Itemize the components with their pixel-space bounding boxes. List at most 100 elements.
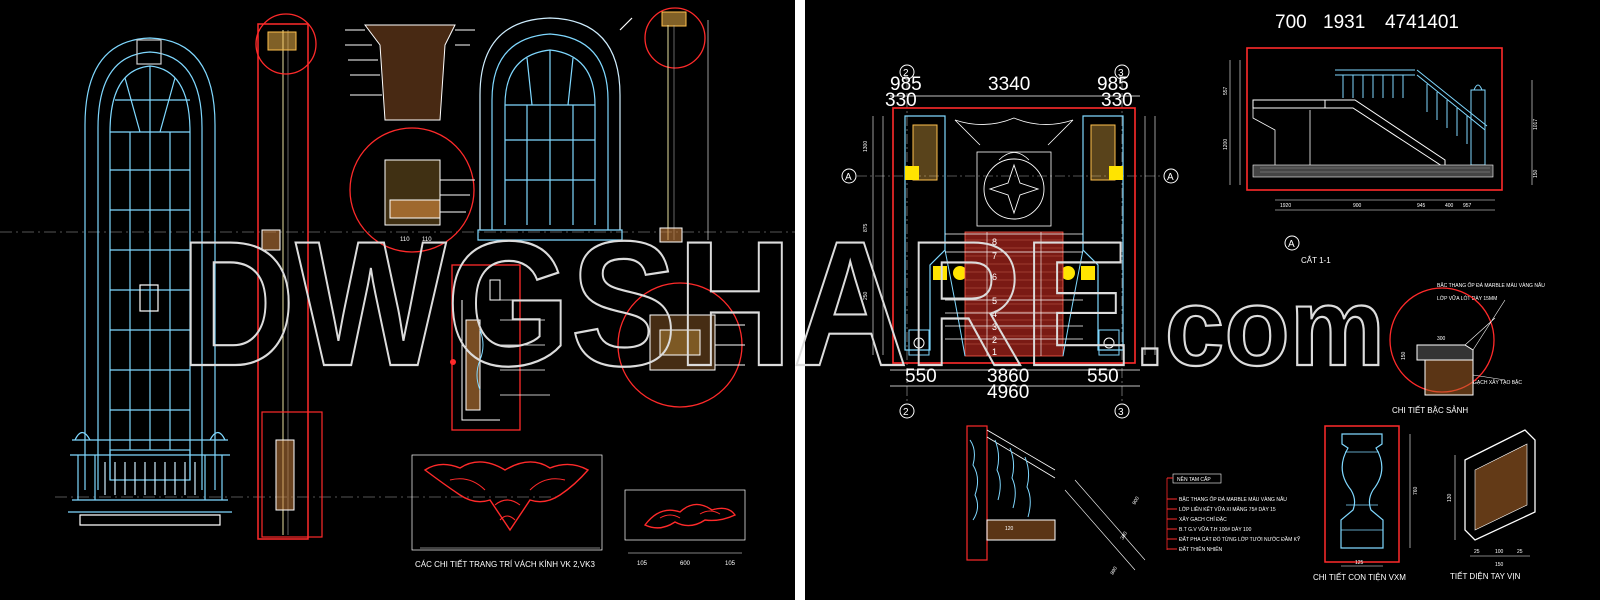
plan-dim-bottom-left: 550 (905, 366, 937, 387)
right-section-strip (644, 7, 709, 243)
plan-dim-top-right: 985 (1097, 74, 1129, 95)
section-axis-bubble (1284, 235, 1300, 251)
baluster-vase-detail: 125 760 CHI TIẾT CON TIỆN VXM (1313, 425, 1419, 582)
stair-edge-note-2: LỚP VỮA LÓT DÀY 15MM (1437, 295, 1497, 302)
cornice-profile (345, 24, 475, 121)
handrail-section-detail: 25 100 25 150 130 TIẾT DIỆN TAY VỊN (1447, 429, 1536, 581)
legend-header: NỀN TAM CẤP (1177, 476, 1211, 483)
section-bottom-dim-2: 900 (1353, 203, 1362, 209)
left-sheet-caption: CÁC CHI TIẾT TRANG TRÍ VÁCH KÍNH VK 2,VK… (415, 559, 595, 569)
plan-dim-bottom-middle: 3860 (987, 366, 1029, 387)
sill-dim-left: 110 (400, 237, 410, 243)
plan-dim-top-middle: 3340 (988, 74, 1030, 95)
right-drawing-sheet: 2 3 2 3 A A 985 3340 985 330 330 550 386… (805, 0, 1600, 600)
handrail-dim-2: 100 (1495, 549, 1504, 555)
handrail-dim-1: 25 (1474, 549, 1480, 555)
stair-floor-plan: 2 3 2 3 A A 985 3340 985 330 330 550 386… (841, 64, 1179, 419)
axis-label-3-bottom: 3 (1118, 407, 1124, 418)
section-dim-2: 1931 (1323, 12, 1365, 33)
ornament-dim-b: 600 (680, 561, 691, 567)
stair-edge-dim-2: 150 (1401, 351, 1407, 360)
section-side-dim-4: 150 (1533, 169, 1539, 178)
legend-item-5: ĐẤT PHA CÁT ĐỔ TỪNG LỚP TƯỚI NƯỚC ĐẦM KỸ (1179, 536, 1301, 543)
step-number-5: 5 (992, 296, 997, 306)
section-bottom-dim-3: 945 (1417, 203, 1426, 209)
section-title: CẮT 1-1 (1301, 256, 1331, 265)
legend-item-6: ĐẤT THIÊN NHIÊN (1179, 545, 1223, 553)
handrail-title: TIẾT DIỆN TAY VỊN (1450, 571, 1521, 581)
left-drawing-sheet: 110 110 (0, 0, 795, 600)
ornament-dim-a: 105 (637, 561, 648, 567)
axis-bubble-3-bottom (1114, 403, 1130, 419)
right-sheet-drawing: 2 3 2 3 A A 985 3340 985 330 330 550 386… (841, 12, 1545, 582)
stair-edge-title: CHI TIẾT BẬC SẢNH (1392, 405, 1468, 415)
handrail-dim-4: 150 (1495, 562, 1504, 568)
section-dim-3: 4741401 (1385, 12, 1459, 33)
section-bottom-dim-4: 400 (1445, 203, 1454, 209)
step-number-8: 8 (992, 237, 997, 247)
section-dim-1: 700 (1275, 12, 1307, 33)
section-axis-label: A (1288, 239, 1295, 250)
stair-edge-note-3: GẠCH XÂY TẠO BẬC (1473, 379, 1522, 386)
plan-side-dim-2: 875 (863, 223, 869, 232)
left-sheet-drawing: 110 110 (0, 7, 795, 569)
axis-label-2-bottom: 2 (903, 407, 909, 418)
plan-side-dim-1: 1300 (863, 141, 869, 152)
axis-label-3-top: 3 (1118, 68, 1124, 79)
section-side-dim-1: 557 (1223, 86, 1229, 95)
ornament-detail-1 (411, 454, 603, 551)
axis-label-2-top: 2 (903, 68, 909, 79)
ornament-detail-2: 105 600 105 (624, 489, 746, 567)
stair-edge-note-1: BẬC THANG ỐP ĐÁ MARBLE MÀU VÀNG NÂU (1437, 282, 1545, 289)
plan-dim-top-left: 985 (890, 74, 922, 95)
arched-window-elevation-2 (477, 17, 633, 241)
arched-window-elevation (68, 37, 232, 526)
section-bottom-dim-1: 1920 (1280, 203, 1291, 209)
handrail-dim-5: 130 (1447, 493, 1453, 502)
stair-detail-dim-3: 380 (1120, 531, 1129, 541)
axis-bubble-2-top (899, 64, 915, 80)
stair-detail-dim-1: 120 (1005, 526, 1014, 532)
detail-circle-cornice (617, 282, 745, 408)
plan-dim-sub-left: 330 (885, 90, 917, 111)
baluster-dim-2: 760 (1413, 486, 1419, 495)
plan-side-dim-3: 250 (863, 291, 869, 300)
step-number-4: 4 (992, 309, 997, 319)
plan-dim-total: 4960 (987, 382, 1029, 403)
legend-item-1: BẬC THANG ỐP ĐÁ MARBLE MÀU VÀNG NÂU (1179, 496, 1287, 503)
legend-item-3: XÂY GẠCH CHỈ ĐẶC (1179, 516, 1227, 523)
axis-bubble-a-left (841, 168, 857, 184)
stair-edge-dim-1: 300 (1437, 336, 1446, 342)
material-legend: NỀN TAM CẤP BẬC THANG ỐP ĐÁ MARBLE MÀU V… (1166, 473, 1301, 553)
balustrade-section-detail (450, 264, 550, 431)
section-side-dim-3: 1017 (1533, 119, 1539, 130)
section-bottom-dim-5: 957 (1463, 203, 1472, 209)
detail-circle-sill: 110 110 (349, 127, 475, 253)
handrail-dim-3: 25 (1517, 549, 1523, 555)
plan-dim-sub-right: 330 (1101, 90, 1133, 111)
stair-detail-dim-4: 890 (1110, 566, 1119, 576)
section-side-dim-2: 1200 (1223, 139, 1229, 150)
baluster-title: CHI TIẾT CON TIỆN VXM (1313, 572, 1406, 582)
axis-bubble-3-top (1114, 64, 1130, 80)
sill-dim-right: 110 (422, 237, 432, 243)
stair-section-1-1: 700 1931 4741401 1920 900 945 400 957 55… (1223, 12, 1539, 265)
baluster-dim-1: 125 (1355, 560, 1364, 566)
step-number-6: 6 (992, 272, 997, 282)
stair-detail-dim-2: 900 (1132, 496, 1141, 506)
step-number-2: 2 (992, 335, 997, 345)
legend-item-2: LỚP LIÊN KẾT VỮA XI MĂNG 75# DÀY 15 (1179, 505, 1276, 513)
step-number-1: 1 (992, 347, 997, 357)
vertical-section-strip (255, 13, 323, 540)
stair-edge-detail: BẬC THANG ỐP ĐÁ MARBLE MÀU VÀNG NÂU LỚP … (1389, 282, 1545, 415)
step-number-3: 3 (992, 322, 997, 332)
plan-dim-bottom-right: 550 (1087, 366, 1119, 387)
axis-label-a-left: A (845, 172, 852, 183)
legend-item-4: B.T G.V VỮA T.H 100# DÀY 100 (1179, 526, 1252, 533)
ornament-dim-c: 105 (725, 561, 736, 567)
axis-label-a-right: A (1167, 172, 1174, 183)
step-number-7: 7 (992, 251, 997, 261)
axis-bubble-2-bottom (899, 403, 915, 419)
stair-baluster-detail: 120 900 380 890 (966, 425, 1146, 576)
axis-bubble-a-right (1163, 168, 1179, 184)
